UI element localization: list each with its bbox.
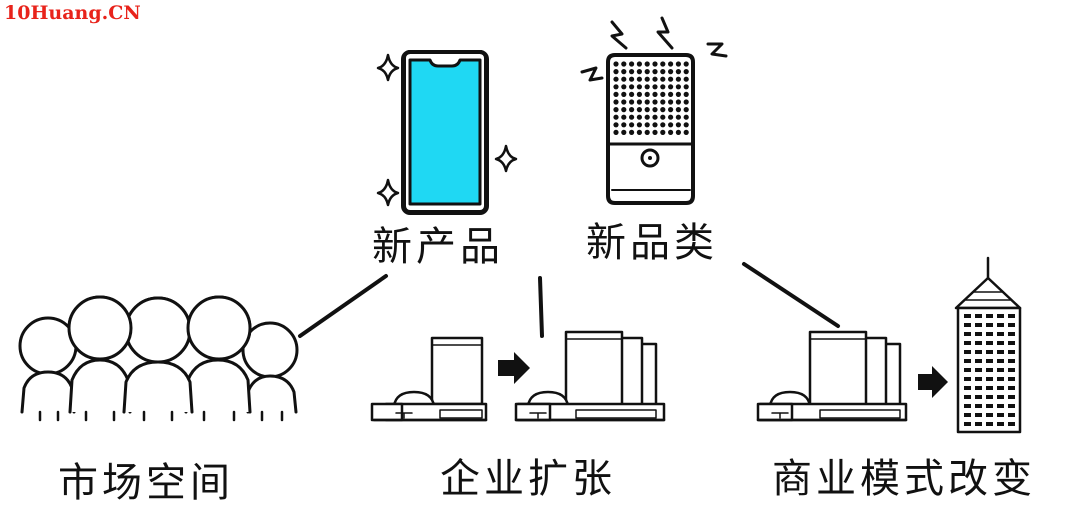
smart-speaker-icon [606,53,695,205]
label-market-space: 市场空间 [58,460,234,506]
smartphone-icon [401,50,489,215]
label-enterprise-expansion: 企业扩张 [440,456,616,502]
label-new-category: 新品类 [586,220,718,266]
factory-model-icon [756,330,908,422]
skyscraper-icon [954,256,1022,434]
arrow-right-icon [498,352,530,384]
factory-icon [370,336,488,422]
watermark-logo: 10Huang.CN [4,2,141,24]
label-business-model-change: 商业模式改变 [772,456,1036,502]
lightning-icon [580,16,728,82]
arrow-right-icon [918,366,948,398]
sparkle-icon [376,53,518,207]
label-new-product: 新产品 [372,224,504,270]
crowd-icon [18,295,299,422]
factory-expanded-icon [514,330,666,422]
connector-lines [298,262,840,338]
